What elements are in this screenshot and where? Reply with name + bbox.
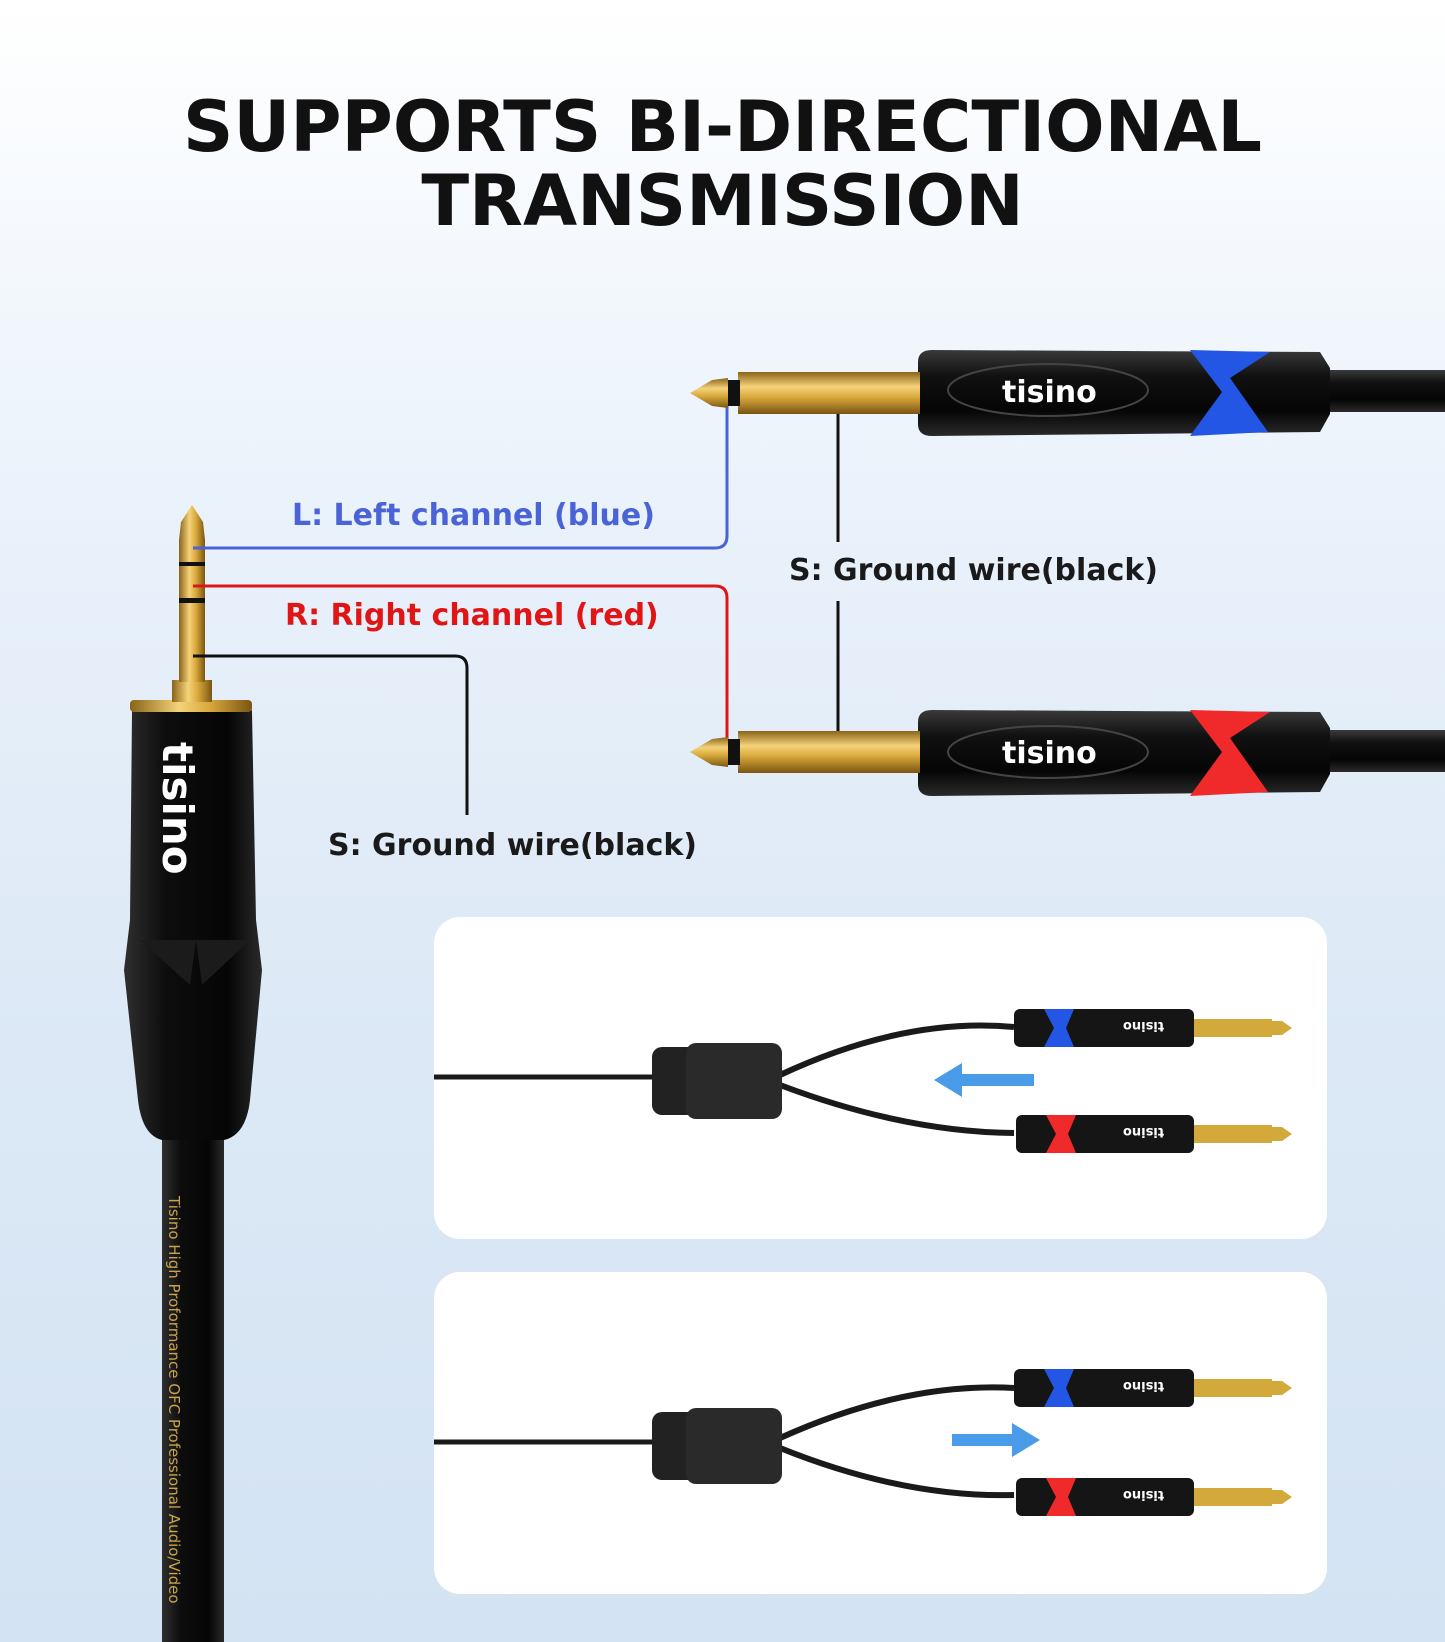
ground-wire-bottom bbox=[193, 654, 469, 815]
mini-plug-red: tisino bbox=[1016, 1478, 1292, 1516]
ground-wire-label-top: S: Ground wire(black) bbox=[789, 553, 1159, 588]
y-cable-illustration: tisino tisino bbox=[434, 1369, 1292, 1516]
mini-plug-blue: tisino bbox=[1014, 1009, 1292, 1047]
plug-brand-logo: tisino bbox=[1002, 375, 1097, 410]
right-channel-wire bbox=[193, 584, 729, 740]
trs-3-5mm-plug: tisino bbox=[124, 505, 262, 1642]
title-line-1: SUPPORTS BI-DIRECTIONAL bbox=[182, 86, 1263, 168]
arrow-left-icon bbox=[934, 1063, 1034, 1097]
plug-brand-logo: tisino bbox=[1123, 1487, 1164, 1502]
plug-brand-logo: tisino bbox=[1002, 736, 1097, 771]
direction-panel-right: tisino tisino bbox=[434, 1272, 1327, 1594]
plug-brand-logo: tisino bbox=[1123, 1018, 1164, 1033]
ts-plug-blue: tisino bbox=[690, 350, 1445, 436]
arrow-right-icon bbox=[952, 1423, 1040, 1457]
plug-brand-logo: tisino bbox=[1123, 1378, 1164, 1393]
mini-plug-red: tisino bbox=[1016, 1115, 1292, 1153]
plug-brand-logo: tisino bbox=[1123, 1124, 1164, 1139]
cable-print-text: Tisino High Proformance OFC Professional… bbox=[165, 1196, 183, 1604]
ts-plug-red: tisino bbox=[690, 710, 1445, 796]
direction-panel-left: tisino tisino bbox=[434, 917, 1327, 1239]
left-channel-label: L: Left channel (blue) bbox=[292, 498, 655, 533]
plug-brand-logo: tisino bbox=[153, 742, 202, 875]
mini-plug-blue: tisino bbox=[1014, 1369, 1292, 1407]
right-channel-label: R: Right channel (red) bbox=[285, 598, 659, 633]
page-title: SUPPORTS BI-DIRECTIONAL TRANSMISSION bbox=[0, 90, 1445, 238]
left-channel-wire bbox=[193, 392, 729, 550]
y-cable-illustration: tisino tisino bbox=[434, 1009, 1292, 1153]
title-line-2: TRANSMISSION bbox=[421, 160, 1024, 242]
ground-wire-label-bottom: S: Ground wire(black) bbox=[328, 828, 698, 863]
